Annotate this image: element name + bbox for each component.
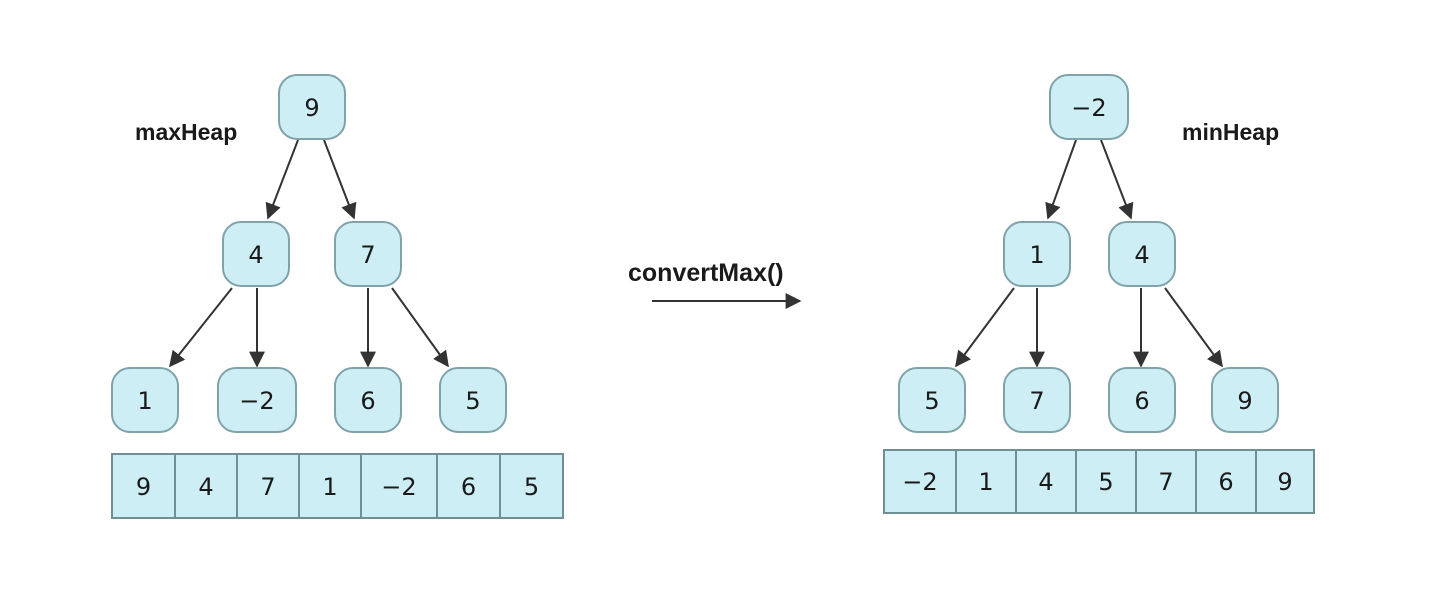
max-heap-label: maxHeap [135,119,237,145]
max-heap-node-value: 4 [248,241,263,269]
min-heap-array-value: −2 [902,468,937,496]
min-heap-array-cell: −2 [883,449,957,514]
max-heap-array-cell: −2 [360,453,438,519]
max-heap-edge-0-2 [323,139,357,220]
max-heap-array-value: 1 [322,473,337,501]
min-heap-node-value: 7 [1029,387,1044,415]
max-heap-array-value: −2 [381,473,416,501]
max-heap-array-value: 7 [260,473,275,501]
max-heap-array-cell: 7 [236,453,300,519]
min-heap-array-cell: 6 [1195,449,1257,514]
max-heap-array-value: 6 [461,473,476,501]
min-heap-node: 5 [898,367,966,433]
min-heap-edge-0-1 [1045,139,1077,220]
max-heap-array-cell: 6 [436,453,501,519]
min-heap-node-value: 5 [924,387,939,415]
max-heap-edge-2-6 [391,287,449,368]
min-heap-node-value: 4 [1134,241,1149,269]
min-heap-node: 7 [1003,367,1071,433]
min-heap-array-cell: 4 [1015,449,1077,514]
min-heap-array-cell: 9 [1255,449,1315,514]
max-heap-edges [169,139,449,368]
min-heap-edges [955,139,1223,368]
min-heap-node-value: 1 [1029,241,1044,269]
max-heap-array-value: 4 [198,473,213,501]
max-heap-array-cell: 4 [174,453,238,519]
min-heap: minHeap −2 1 4 5 7 [883,74,1315,514]
max-heap-node: 5 [439,367,507,433]
max-heap-node-value: −2 [239,387,274,415]
min-heap-node: 6 [1108,367,1176,433]
conversion-operation: convertMax() [628,259,802,309]
min-heap-array-value: 4 [1038,468,1053,496]
max-heap-node: 7 [334,221,402,287]
max-heap-edge-1-3 [169,287,233,368]
max-heap-node: 1 [111,367,179,433]
max-heap-node-value: 7 [360,241,375,269]
min-heap-node-value: 6 [1134,387,1149,415]
min-heap-edge-2-6 [1164,287,1223,368]
min-heap-node: 1 [1003,221,1071,287]
min-heap-array-value: 9 [1277,468,1292,496]
max-heap-node: 9 [278,74,346,140]
max-heap-array-value: 5 [524,473,539,501]
max-heap-node-value: 5 [465,387,480,415]
min-heap-array-cell: 7 [1135,449,1197,514]
min-heap-array-cell: 1 [955,449,1017,514]
min-heap-node-value: 9 [1237,387,1252,415]
max-heap: maxHeap 9 4 7 1 −2 [111,74,564,519]
min-heap-edge-1-3 [955,287,1015,368]
max-heap-node: 4 [222,221,290,287]
min-heap-node: 9 [1211,367,1279,433]
max-heap-node-value: 9 [304,94,319,122]
min-heap-array-value: 7 [1158,468,1173,496]
max-heap-node: −2 [217,367,297,433]
max-heap-node-value: 6 [360,387,375,415]
min-heap-array-cell: 5 [1075,449,1137,514]
min-heap-array-value: 6 [1218,468,1233,496]
max-heap-array-cell: 5 [499,453,564,519]
max-heap-array-cell: 1 [298,453,362,519]
max-heap-node: 6 [334,367,402,433]
min-heap-label: minHeap [1182,119,1279,145]
min-heap-node-value: −2 [1071,94,1106,122]
max-heap-array-value: 9 [136,473,151,501]
min-heap-node: 4 [1108,221,1176,287]
max-heap-edge-0-1 [265,139,299,220]
min-heap-array-value: 5 [1098,468,1113,496]
max-heap-array: 9 4 7 1 −2 6 5 [111,453,564,519]
max-heap-array-cell: 9 [111,453,176,519]
min-heap-edge-0-2 [1100,139,1134,220]
min-heap-array-value: 1 [978,468,993,496]
min-heap-array: −2 1 4 5 7 6 9 [883,449,1315,514]
max-heap-node-value: 1 [137,387,152,415]
min-heap-node: −2 [1049,74,1129,140]
operation-label: convertMax() [628,259,784,287]
